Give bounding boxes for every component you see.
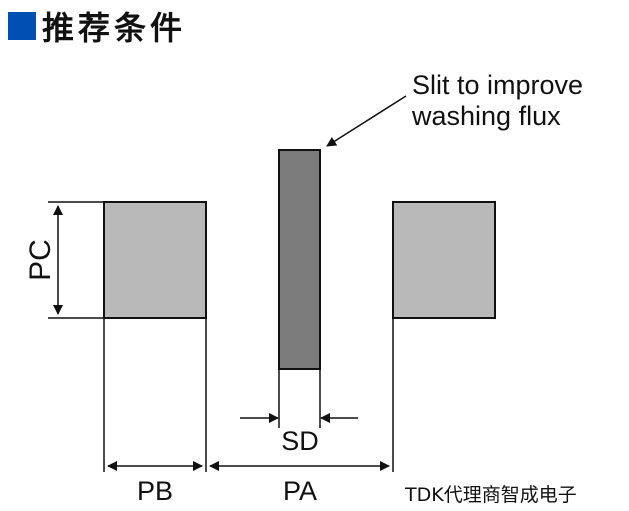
callout-line-2: washing flux [412,101,561,131]
callout-leader-arrow [326,95,407,147]
pc-label: PC [24,239,57,281]
left-pad [103,201,207,319]
center-slit [278,149,321,370]
slit-callout-text: Slit to improve washing flux [412,70,583,132]
pb-label: PB [137,476,173,506]
heading-title: 推荐条件 [42,9,187,47]
footer-watermark-text: TDK代理商智成电子 [405,484,577,506]
sd-label: SD [281,426,319,456]
right-pad [392,201,496,319]
heading-square-marker [8,12,36,40]
section-heading: 推荐条件 [8,4,186,48]
callout-line-1: Slit to improve [412,70,584,100]
pa-label: PA [283,476,317,506]
